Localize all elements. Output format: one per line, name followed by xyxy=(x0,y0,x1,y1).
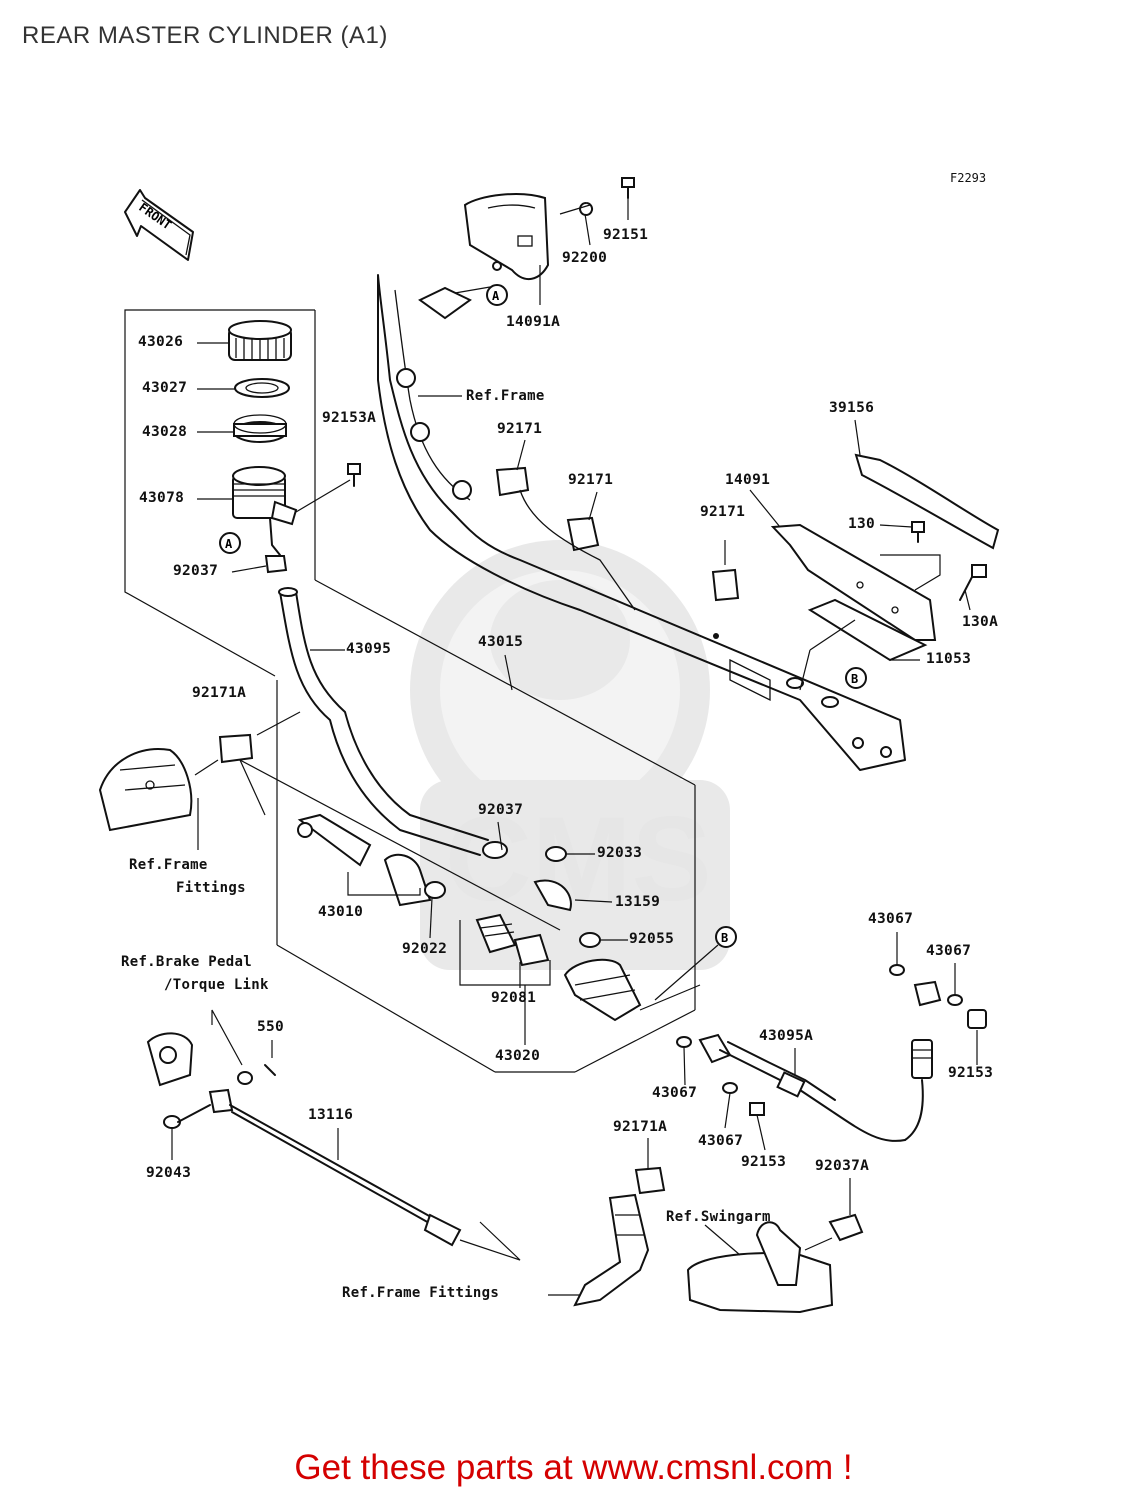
leader-lines xyxy=(171,198,978,1296)
label-ref-brake-pedal-1: Ref.Brake Pedal xyxy=(121,954,252,970)
label-92153A: 92153A xyxy=(322,410,377,426)
bolt-130A xyxy=(959,564,987,601)
label-92171-a: 92171 xyxy=(497,421,543,437)
clamp-92171A-left xyxy=(218,733,254,764)
label-43067-c: 43067 xyxy=(652,1085,698,1101)
label-92055: 92055 xyxy=(629,931,675,947)
bolt-92153A xyxy=(347,463,361,487)
frame-fitting-bottom xyxy=(573,1166,666,1307)
label-130: 130 xyxy=(848,516,876,532)
callout-b-2 xyxy=(715,926,737,948)
label-92037A: 92037A xyxy=(815,1158,870,1174)
figure-code: F2293 xyxy=(950,171,987,185)
label-14091: 14091 xyxy=(725,472,771,488)
frame-tube xyxy=(377,274,906,771)
reservoir-hose xyxy=(279,591,481,856)
diaphragm-plate xyxy=(233,414,287,443)
bolt-130 xyxy=(911,521,925,543)
label-ref-frame-fittings-left-2: Fittings xyxy=(176,880,246,896)
callout-b-2-label: B xyxy=(721,931,728,945)
label-92151: 92151 xyxy=(603,227,649,243)
label-550: 550 xyxy=(257,1019,285,1035)
label-11053: 11053 xyxy=(926,651,972,667)
reservoir-group-bracket xyxy=(124,309,696,1073)
label-ref-frame-top: Ref.Frame xyxy=(466,388,545,404)
reservoir-cap xyxy=(228,320,292,361)
label-13159: 13159 xyxy=(615,894,661,910)
callout-b-1 xyxy=(845,667,867,689)
hose-clamp-upper xyxy=(264,555,288,574)
label-43095A: 43095A xyxy=(759,1028,814,1044)
label-92022: 92022 xyxy=(402,941,448,957)
label-43095: 43095 xyxy=(346,641,392,657)
watermark-logo: CMS xyxy=(410,540,730,970)
callout-a-1 xyxy=(486,284,508,306)
bolt-92151 xyxy=(621,177,635,199)
front-arrow-marker: FRONT xyxy=(124,189,194,261)
label-92033: 92033 xyxy=(597,845,643,861)
label-130A: 130A xyxy=(962,614,999,630)
bracket-14091 xyxy=(770,523,941,662)
label-92153-right: 92153 xyxy=(948,1065,994,1081)
push-rod-13116 xyxy=(208,1088,521,1261)
footer-promo-text: Get these parts at www.cmsnl.com ! xyxy=(294,1448,853,1487)
callout-a-1-label: A xyxy=(492,289,500,303)
label-ref-frame-fittings-bottom: Ref.Frame Fittings xyxy=(342,1285,500,1301)
reservoir-tank xyxy=(232,466,298,556)
label-13116: 13116 xyxy=(308,1107,354,1123)
diaphragm xyxy=(234,378,290,398)
bolt-92043 xyxy=(163,1104,211,1129)
label-43015: 43015 xyxy=(478,634,524,650)
label-43020: 43020 xyxy=(495,1048,541,1064)
label-92043: 92043 xyxy=(146,1165,192,1181)
label-92081: 92081 xyxy=(491,990,537,1006)
label-43028: 43028 xyxy=(142,424,188,440)
label-43078: 43078 xyxy=(139,490,185,506)
label-43067-a: 43067 xyxy=(868,911,914,927)
callout-b-1-label: B xyxy=(851,672,858,686)
label-43010: 43010 xyxy=(318,904,364,920)
label-92171A-left: 92171A xyxy=(192,685,247,701)
page-title: REAR MASTER CYLINDER (A1) xyxy=(22,22,388,49)
label-43026: 43026 xyxy=(138,334,184,350)
label-92153-lower: 92153 xyxy=(741,1154,787,1170)
callout-a-2-label: A xyxy=(225,537,233,551)
cover-14091A xyxy=(418,193,550,320)
label-14091A: 14091A xyxy=(506,314,561,330)
watermark-text: CMS xyxy=(445,792,712,926)
label-92037-upper: 92037 xyxy=(173,563,219,579)
brake-pedal-link xyxy=(146,1009,276,1087)
label-92037-middle: 92037 xyxy=(478,802,524,818)
clamp-92171-a xyxy=(495,466,530,497)
clamp-92171-c xyxy=(711,568,740,602)
frame-fitting-left xyxy=(98,748,193,832)
brake-hose-43095A xyxy=(676,964,987,1142)
label-ref-brake-pedal-2: /Torque Link xyxy=(164,977,269,993)
label-ref-frame-fittings-left-1: Ref.Frame xyxy=(129,857,208,873)
label-43027: 43027 xyxy=(142,380,188,396)
label-92171-c: 92171 xyxy=(700,504,746,520)
label-92171-b: 92171 xyxy=(568,472,614,488)
swingarm xyxy=(686,1213,864,1314)
callout-a-2 xyxy=(219,532,241,554)
clamp-92171-b xyxy=(566,516,600,552)
label-92171A-bottom: 92171A xyxy=(613,1119,668,1135)
label-43067-b: 43067 xyxy=(926,943,972,959)
label-ref-swingarm: Ref.Swingarm xyxy=(666,1209,771,1225)
guard-39156 xyxy=(854,453,1000,550)
exploded-parts-diagram: CMS FRONT xyxy=(98,177,1000,1314)
washer-92200 xyxy=(579,202,594,216)
label-43067-d: 43067 xyxy=(698,1133,744,1149)
master-cylinder-group xyxy=(239,759,719,1022)
label-39156: 39156 xyxy=(829,400,875,416)
label-92200: 92200 xyxy=(562,250,608,266)
